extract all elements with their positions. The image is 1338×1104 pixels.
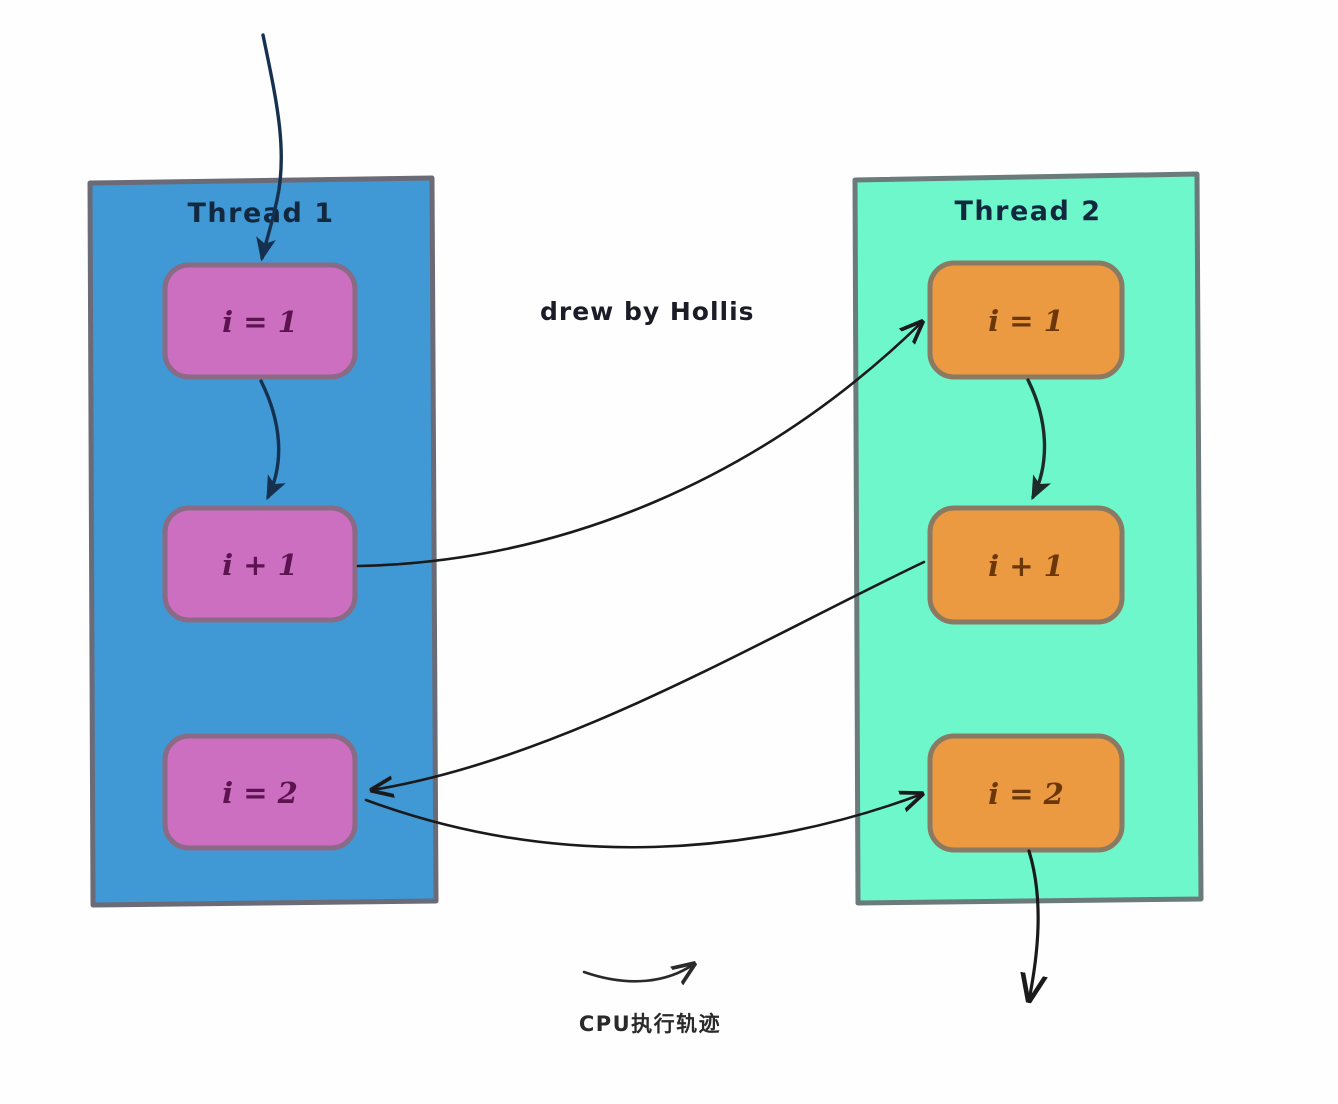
node-t1-n1[interactable] bbox=[162, 262, 358, 380]
node-label-t2-n1: i = 1 bbox=[988, 304, 1064, 338]
node-t2-n3[interactable] bbox=[927, 733, 1125, 853]
node-label-t1-n3: i = 2 bbox=[222, 776, 298, 810]
node-t2-n1[interactable] bbox=[927, 260, 1125, 380]
node-label-t1-n2: i + 1 bbox=[222, 548, 298, 582]
thread1-title: Thread 1 bbox=[187, 198, 335, 229]
thread2-title: Thread 2 bbox=[954, 196, 1102, 227]
node-label-t2-n2: i + 1 bbox=[988, 549, 1064, 583]
author-annotation: drew by Hollis bbox=[540, 297, 755, 326]
node-label-t2-n3: i = 2 bbox=[988, 777, 1064, 811]
node-t2-n2[interactable] bbox=[927, 505, 1125, 625]
cpu-trace-caption: CPU执行轨迹 bbox=[578, 1012, 722, 1036]
node-t1-n3[interactable] bbox=[162, 733, 358, 851]
node-label-t1-n1: i = 1 bbox=[222, 305, 298, 339]
node-t1-n2[interactable] bbox=[162, 505, 358, 623]
